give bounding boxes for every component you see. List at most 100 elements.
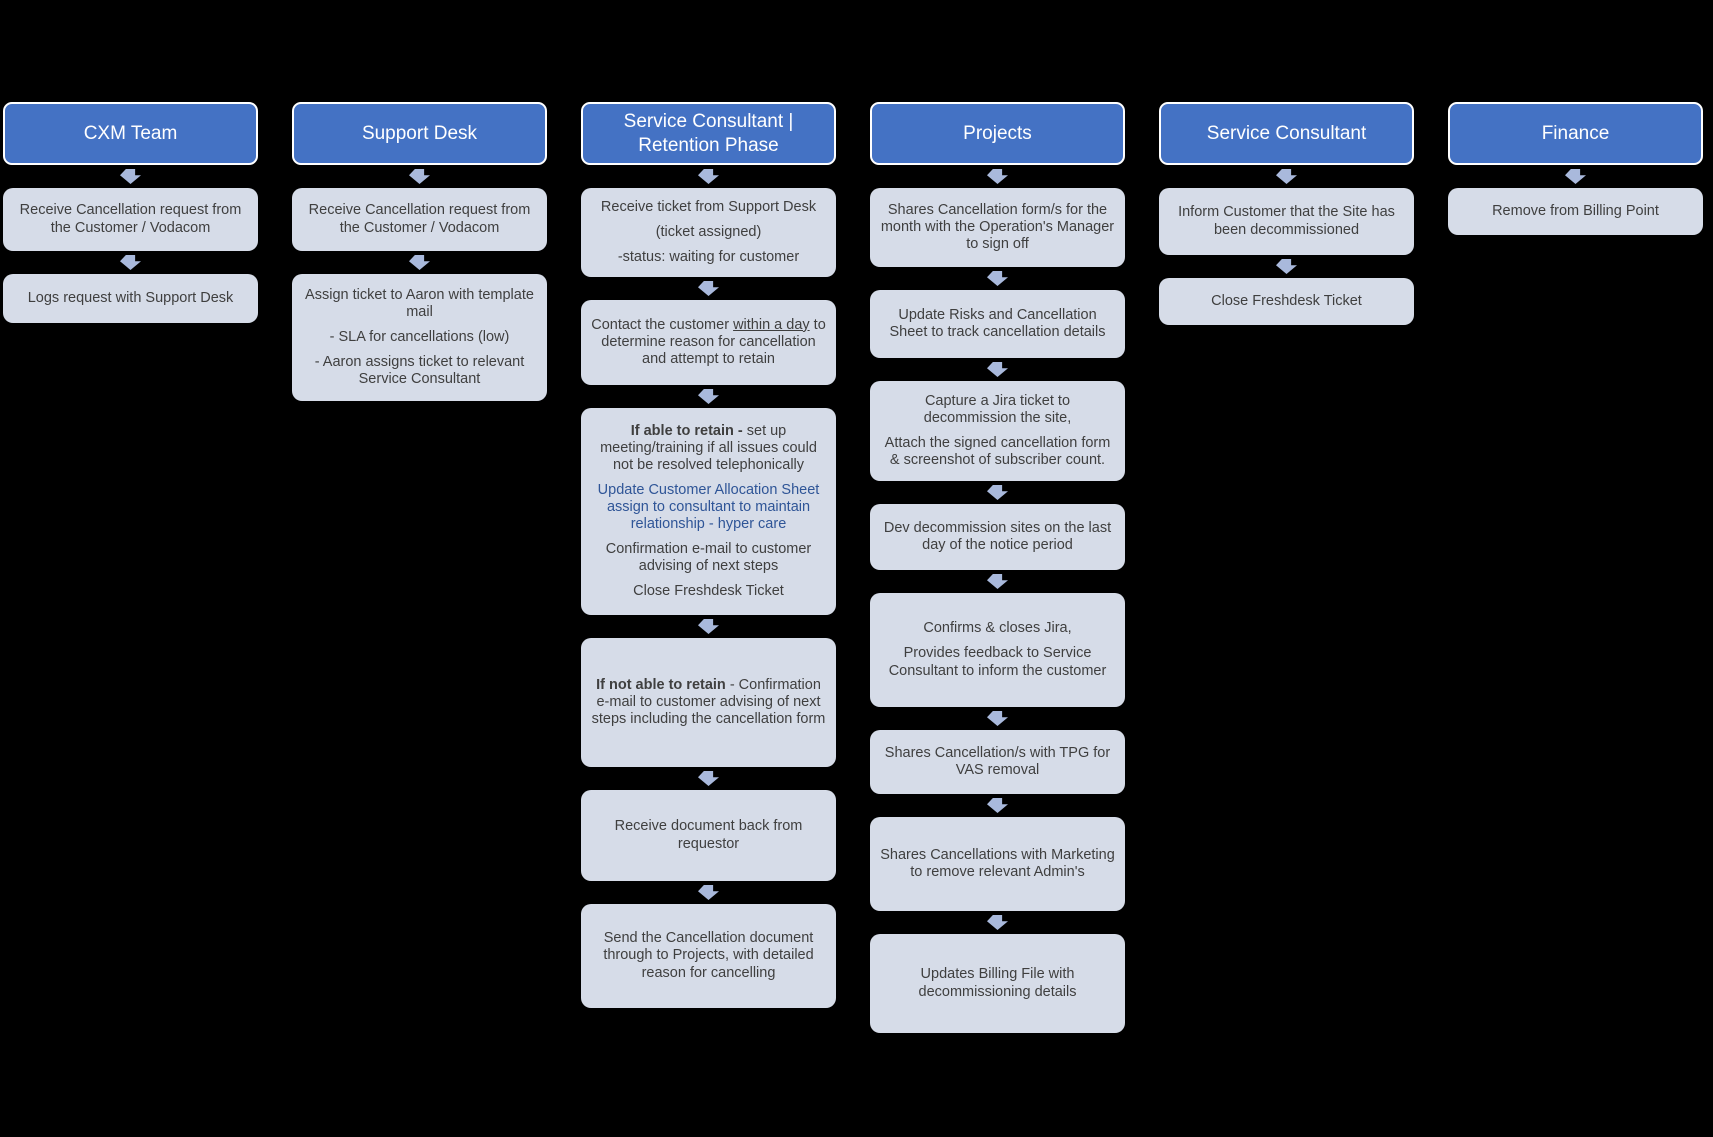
flow-node: Receive Cancellation request from the Cu…	[292, 188, 547, 251]
flow-node-text: Receive document back from requestor	[614, 818, 803, 852]
flow-node: If not able to retain - Confirmation e-m…	[581, 638, 836, 767]
connector	[581, 881, 836, 904]
flow-node-text: Capture a Jira ticket to decommission th…	[923, 392, 1072, 426]
flow-node-text: - Aaron assigns ticket to relevant Servi…	[314, 354, 525, 388]
flow-node-text: Confirmation e-mail to customer advising…	[605, 541, 812, 575]
lane-header: Finance	[1448, 102, 1703, 165]
flow-node-text: Update Customer Allocation Sheet assign …	[597, 481, 820, 533]
connector	[870, 358, 1125, 381]
down-arrow-icon	[1276, 259, 1297, 274]
flow-node: Capture a Jira ticket to decommission th…	[870, 381, 1125, 481]
flow-node-text: (ticket assigned)	[655, 223, 762, 240]
flow-node-text: - SLA for cancellations (low)	[329, 328, 510, 345]
connector	[870, 267, 1125, 290]
flow-node: Receive Cancellation request from the Cu…	[3, 188, 258, 251]
down-arrow-icon	[120, 255, 141, 270]
flow-node: Updates Billing File with decommissionin…	[870, 934, 1125, 1033]
down-arrow-icon	[987, 169, 1008, 184]
flow-node: Shares Cancellation/s with TPG for VAS r…	[870, 730, 1125, 794]
lane-header: Support Desk	[292, 102, 547, 165]
flow-node: Shares Cancellation form/s for the month…	[870, 188, 1125, 267]
flow-node-text: Update Risks and Cancellation Sheet to t…	[889, 306, 1106, 340]
flow-node-text: Dev decommission sites on the last day o…	[883, 519, 1112, 553]
down-arrow-icon	[987, 574, 1008, 589]
flow-node-text: Close Freshdesk Ticket	[1211, 292, 1362, 309]
down-arrow-icon	[987, 915, 1008, 930]
down-arrow-icon	[698, 619, 719, 634]
down-arrow-icon	[987, 485, 1008, 500]
connector	[3, 251, 258, 274]
connector	[1448, 165, 1703, 188]
flow-node-text: If not able to retain - Confirmation e-m…	[591, 676, 826, 728]
flow-node: Shares Cancellations with Marketing to r…	[870, 817, 1125, 911]
down-arrow-icon	[698, 389, 719, 404]
flow-node-text: Shares Cancellation form/s for the month…	[880, 201, 1115, 253]
flow-node-text: Close Freshdesk Ticket	[633, 583, 784, 600]
down-arrow-icon	[987, 271, 1008, 286]
connector	[581, 615, 836, 638]
flow-node-text: If able to retain - set up meeting/train…	[600, 422, 817, 473]
flow-node-text: Confirms & closes Jira,	[923, 620, 1072, 637]
down-arrow-icon	[987, 362, 1008, 377]
flow-node: If able to retain - set up meeting/train…	[581, 408, 836, 615]
flow-node: Receive ticket from Support Desk (ticket …	[581, 188, 836, 277]
down-arrow-icon	[987, 798, 1008, 813]
down-arrow-icon	[1276, 169, 1297, 184]
flow-node: Inform Customer that the Site has been d…	[1159, 188, 1414, 255]
flow-node: Dev decommission sites on the last day o…	[870, 504, 1125, 570]
down-arrow-icon	[120, 169, 141, 184]
connector	[581, 277, 836, 300]
down-arrow-icon	[698, 885, 719, 900]
flow-node: Remove from Billing Point	[1448, 188, 1703, 235]
connector	[581, 385, 836, 408]
down-arrow-icon	[409, 169, 430, 184]
flow-node-text: Remove from Billing Point	[1492, 202, 1659, 219]
connector	[870, 165, 1125, 188]
connector	[292, 251, 547, 274]
down-arrow-icon	[698, 169, 719, 184]
flow-node-text: Receive ticket from Support Desk	[600, 198, 817, 215]
connector	[292, 165, 547, 188]
flow-node: Contact the customer within a day to det…	[581, 300, 836, 385]
flow-node-text: Provides feedback to Service Consultant …	[888, 645, 1107, 679]
flow-node: Assign ticket to Aaron with template mai…	[292, 274, 547, 401]
flow-node-text: Shares Cancellations with Marketing to r…	[880, 846, 1115, 880]
down-arrow-icon	[1565, 169, 1586, 184]
flow-node-text: Attach the signed cancellation form & sc…	[884, 435, 1111, 469]
flow-node: Confirms & closes Jira, Provides feedback…	[870, 593, 1125, 707]
flow-node-text: Assign ticket to Aaron with template mai…	[305, 286, 534, 320]
down-arrow-icon	[698, 281, 719, 296]
connector	[870, 707, 1125, 730]
flow-node-text: Receive Cancellation request from the Cu…	[308, 202, 531, 236]
lane-header: Service Consultant	[1159, 102, 1414, 165]
flow-node: Logs request with Support Desk	[3, 274, 258, 323]
down-arrow-icon	[987, 711, 1008, 726]
connector	[870, 911, 1125, 934]
lane-header: Service Consultant | Retention Phase	[581, 102, 836, 165]
flow-node: Close Freshdesk Ticket	[1159, 278, 1414, 325]
flow-node-text: Send the Cancellation document through t…	[603, 930, 814, 981]
connector	[1159, 255, 1414, 278]
flow-node-text: Inform Customer that the Site has been d…	[1178, 204, 1395, 238]
down-arrow-icon	[409, 255, 430, 270]
connector	[3, 165, 258, 188]
flow-node-text: -status: waiting for customer	[617, 249, 800, 266]
lane-header: Projects	[870, 102, 1125, 165]
lane-header: CXM Team	[3, 102, 258, 165]
flow-node-text: Updates Billing File with decommissionin…	[918, 966, 1077, 1000]
connector	[870, 570, 1125, 593]
flow-node-text: Shares Cancellation/s with TPG for VAS r…	[884, 744, 1111, 778]
flow-node: Update Risks and Cancellation Sheet to t…	[870, 290, 1125, 358]
flow-node-text: Logs request with Support Desk	[27, 289, 234, 306]
connector	[870, 794, 1125, 817]
connector	[581, 767, 836, 790]
flow-node: Send the Cancellation document through t…	[581, 904, 836, 1008]
connector	[581, 165, 836, 188]
